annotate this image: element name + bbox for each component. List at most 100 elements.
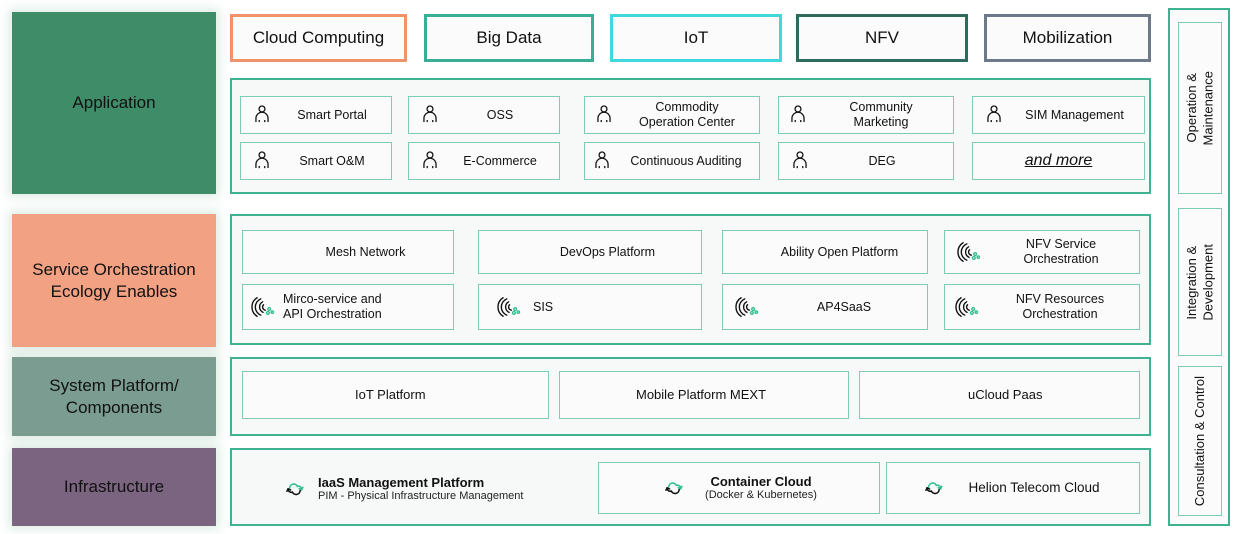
right-rail: Operation & Maintenance Integration & De… — [1168, 8, 1230, 526]
grid-icon — [735, 244, 752, 261]
tag-label: NFV — [865, 28, 899, 47]
app-item-smart-om[interactable]: Smart O&M — [240, 142, 392, 180]
infra-item-sublabel: PIM - Physical Infrastructure Management — [318, 490, 524, 503]
person-icon — [789, 150, 811, 172]
layer-label-service-orchestration: Service Orchestration Ecology Enables — [32, 259, 196, 301]
service-item-label: DevOps Platform — [559, 244, 656, 259]
grid-icon — [497, 244, 514, 261]
layer-block-service-orchestration[interactable]: Service Orchestration Ecology Enables — [12, 214, 216, 347]
service-item-nfv-resources-orchestration[interactable]: NFV Resources Orchestration — [944, 284, 1140, 330]
service-item-microservice-api-orchestration[interactable]: Mirco-service and API Orchestration — [242, 284, 454, 330]
platform-item-iot-platform[interactable]: IoT Platform — [242, 371, 549, 419]
app-item-and-more[interactable]: and more — [972, 142, 1145, 180]
panel-application: Smart Portal OSS Commodity Operation — [230, 78, 1151, 194]
layer-block-infrastructure[interactable]: Infrastructure — [12, 448, 216, 526]
service-item-sis[interactable]: SIS — [478, 284, 702, 330]
platform-item-mobile-platform-mext[interactable]: Mobile Platform MEXT — [559, 371, 849, 419]
service-item-label: Mirco-service and API Orchestration — [283, 292, 382, 321]
app-item-label: E-Commerce — [463, 153, 537, 168]
service-item-label: NFV Service Orchestration — [1023, 237, 1099, 266]
infra-item-helion-telecom-cloud[interactable]: Helion Telecom Cloud — [886, 462, 1140, 514]
person-icon — [787, 104, 809, 126]
rail-item-integration-development[interactable]: Integration & Development — [1178, 208, 1222, 356]
person-icon — [593, 104, 615, 126]
cloud-refresh-icon — [661, 477, 687, 499]
app-item-label: Community Marketing — [849, 100, 913, 129]
app-item-sim-management[interactable]: SIM Management — [972, 96, 1145, 134]
orchestration-icon — [735, 295, 761, 319]
panel-infrastructure: IaaS Management Platform PIM - Physical … — [230, 448, 1151, 526]
app-item-continuous-auditing[interactable]: Continuous Auditing — [584, 142, 760, 180]
service-item-label: NFV Resources Orchestration — [1015, 292, 1105, 321]
infra-item-label: Container Cloud — [710, 473, 812, 489]
platform-item-label: uCloud Paas — [968, 387, 1043, 403]
person-icon — [251, 104, 273, 126]
tag-label: Mobilization — [1022, 28, 1113, 47]
service-item-label: AP4SaaS — [816, 299, 872, 314]
grid-icon — [329, 387, 346, 404]
layer-label-infrastructure: Infrastructure — [63, 477, 165, 497]
app-item-e-commerce[interactable]: E-Commerce — [408, 142, 560, 180]
orchestration-icon — [955, 295, 981, 319]
rail-item-operation-maintenance[interactable]: Operation & Maintenance — [1178, 22, 1222, 194]
app-item-deg[interactable]: DEG — [778, 142, 954, 180]
grid-icon — [610, 387, 627, 404]
cloud-refresh-icon — [921, 477, 947, 499]
tag-big-data[interactable]: Big Data — [424, 14, 594, 62]
service-item-ability-open-platform[interactable]: Ability Open Platform — [722, 230, 928, 274]
service-item-label: Mesh Network — [325, 244, 406, 259]
grid-icon — [261, 244, 278, 261]
tag-label: Big Data — [476, 28, 542, 47]
app-item-label: Continuous Auditing — [630, 153, 742, 168]
service-item-nfv-service-orchestration[interactable]: NFV Service Orchestration — [944, 230, 1140, 274]
rail-item-consultation-control[interactable]: Consultation & Control — [1178, 366, 1222, 516]
layer-block-application[interactable]: Application — [12, 12, 216, 194]
tag-label: IoT — [683, 28, 709, 47]
panel-system-platform: IoT Platform Mobile Platform MEXT uCloud… — [230, 357, 1151, 436]
app-item-community-marketing[interactable]: Community Marketing — [778, 96, 954, 134]
app-item-commodity-operation-center[interactable]: Commodity Operation Center — [584, 96, 760, 134]
app-item-oss[interactable]: OSS — [408, 96, 560, 134]
infra-item-label: Helion Telecom Cloud — [968, 480, 1100, 496]
app-item-label: Commodity Operation Center — [639, 100, 735, 129]
service-item-label: SIS — [533, 299, 554, 314]
tag-mobilization[interactable]: Mobilization — [984, 14, 1151, 62]
service-item-label: Ability Open Platform — [780, 244, 899, 259]
tag-iot[interactable]: IoT — [610, 14, 782, 62]
person-icon — [251, 150, 273, 172]
platform-item-label: Mobile Platform MEXT — [636, 387, 767, 403]
orchestration-icon — [251, 295, 277, 319]
tag-nfv[interactable]: NFV — [796, 14, 968, 62]
app-item-label: and more — [1024, 152, 1093, 169]
person-icon — [419, 104, 441, 126]
tag-label: Cloud Computing — [252, 28, 385, 47]
layer-label-system-platform: System Platform/ Components — [49, 375, 179, 417]
orchestration-icon — [957, 240, 983, 264]
rail-item-label: Operation & Maintenance — [1183, 70, 1215, 146]
cloud-refresh-icon — [282, 478, 308, 500]
tag-cloud-computing[interactable]: Cloud Computing — [230, 14, 407, 62]
person-icon — [983, 104, 1005, 126]
service-item-mesh-network[interactable]: Mesh Network — [242, 230, 454, 274]
grid-icon — [942, 387, 959, 404]
service-item-ap4saas[interactable]: AP4SaaS — [722, 284, 928, 330]
service-item-devops-platform[interactable]: DevOps Platform — [478, 230, 702, 274]
platform-item-ucloud-paas[interactable]: uCloud Paas — [859, 371, 1140, 419]
orchestration-icon — [497, 295, 523, 319]
rail-item-label: Integration & Development — [1183, 243, 1215, 321]
app-item-label: Smart Portal — [297, 107, 367, 122]
infra-item-iaas-management-platform[interactable]: IaaS Management Platform PIM - Physical … — [272, 464, 592, 514]
platform-item-label: IoT Platform — [355, 387, 426, 403]
infra-item-container-cloud[interactable]: Container Cloud (Docker & Kubernetes) — [598, 462, 880, 514]
app-item-label: Smart O&M — [299, 153, 365, 168]
layer-label-application: Application — [72, 93, 156, 113]
panel-service-orchestration: Mesh Network DevOps Platform Ability Ope… — [230, 214, 1151, 345]
layer-block-system-platform[interactable]: System Platform/ Components — [12, 357, 216, 436]
app-item-label: SIM Management — [1025, 107, 1124, 122]
infra-item-label: IaaS Management Platform — [318, 474, 485, 490]
app-item-smart-portal[interactable]: Smart Portal — [240, 96, 392, 134]
person-icon — [419, 150, 441, 172]
person-icon — [591, 150, 613, 172]
rail-item-label: Consultation & Control — [1191, 375, 1207, 507]
